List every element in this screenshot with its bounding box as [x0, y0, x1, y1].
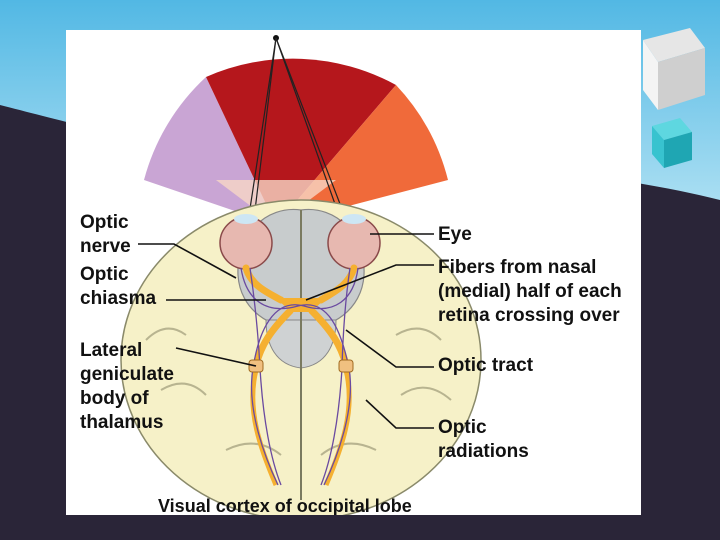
visual-pathway-figure: Optic nerve Optic chiasma Lateral genicu…: [66, 30, 641, 515]
optic-radiations-label: Optic radiations: [438, 417, 529, 462]
fiber: [240, 267, 352, 486]
sight-line: [251, 37, 277, 236]
fiber: [250, 267, 359, 486]
left-optic-radiation: [250, 369, 279, 486]
lateral-geniculate-label: Lateral geniculate body of thalamus: [80, 340, 174, 433]
right-lgn: [338, 359, 354, 373]
right-eye: [327, 216, 381, 270]
left-eye: [219, 216, 273, 270]
visual-pathway-diagram: [120, 35, 482, 515]
cube-decoration: [643, 28, 705, 168]
fibers-label: Fibers from nasal (medial) half of each …: [438, 257, 622, 326]
sight-line: [245, 37, 277, 236]
eye-label: Eye: [438, 224, 472, 245]
top-visual-field: [206, 58, 396, 225]
right-optic-radiation: [323, 369, 352, 486]
optic-chiasma-label: Optic chiasma: [80, 264, 157, 309]
optic-tract-label: Optic tract: [438, 355, 534, 376]
visual-cortex-label: Visual cortex of occipital lobe: [158, 496, 412, 515]
brain-gyri: [145, 327, 452, 456]
optic-nerve-label: Optic nerve: [80, 212, 131, 257]
sight-line: [275, 37, 353, 236]
leader-lines: [138, 233, 434, 429]
